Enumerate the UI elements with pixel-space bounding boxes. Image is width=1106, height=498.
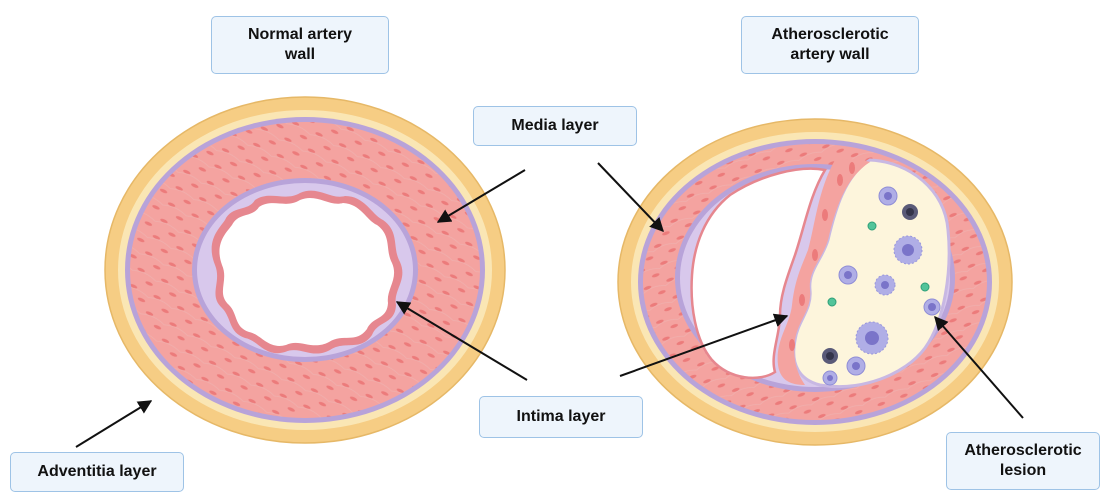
label-intima-layer: Intima layer (479, 396, 643, 438)
label-media-layer: Media layer (473, 106, 637, 146)
label-atherosclerotic-lesion: Atherosclerotic lesion (946, 432, 1100, 490)
label-adventitia-layer: Adventitia layer (10, 452, 184, 492)
adventitia-arrow (76, 401, 151, 447)
normal-lumen (219, 198, 394, 346)
atherosclerotic-artery (618, 119, 1012, 445)
normal-artery (105, 97, 505, 443)
label-atherosclerotic-artery-wall: Atherosclerotic artery wall (741, 16, 919, 74)
label-normal-artery-wall: Normal artery wall (211, 16, 389, 74)
